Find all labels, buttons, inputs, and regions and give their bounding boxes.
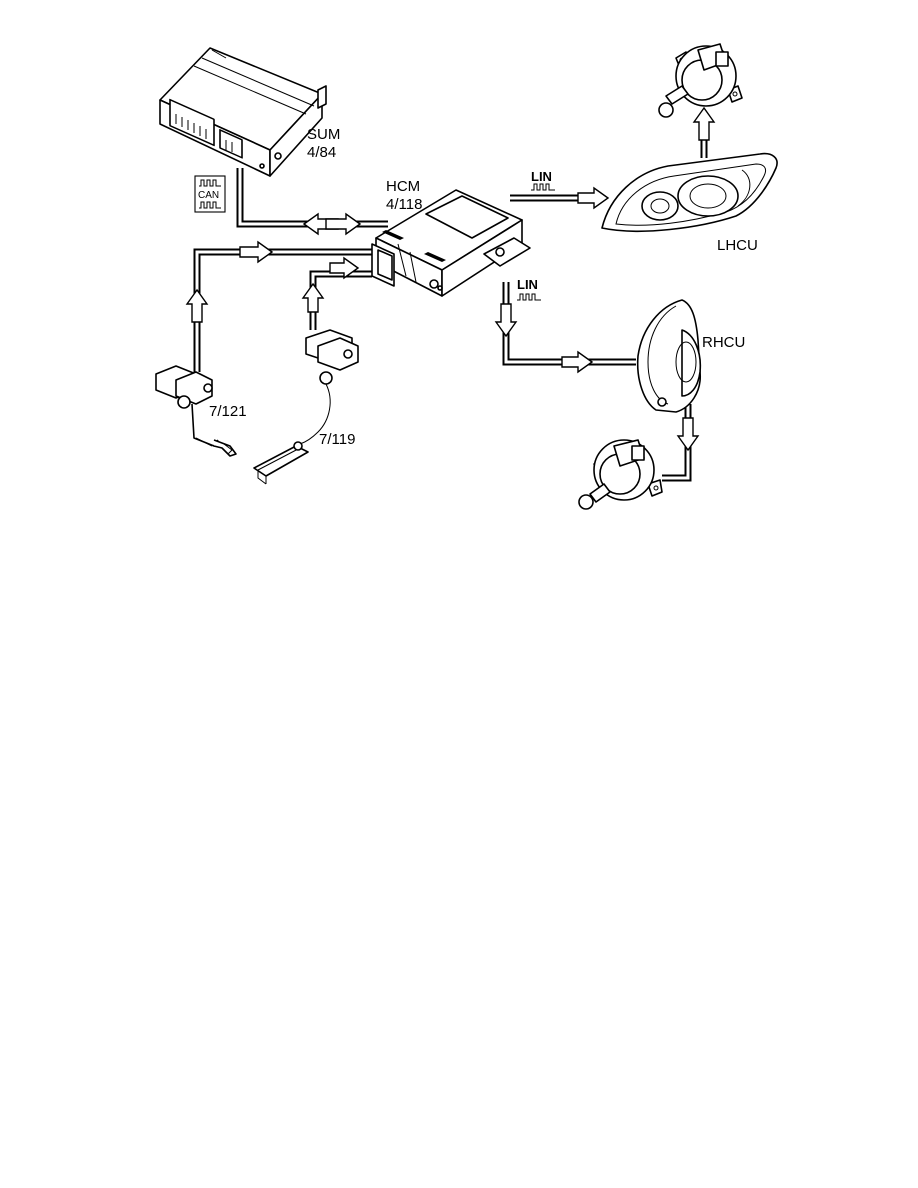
connector-icon [371,230,446,287]
leveling-motor-lower [578,439,663,510]
lhcu-label: LHCU [717,237,758,254]
arrow-right [577,186,610,210]
sensor-rear-label: 7/121 [209,403,247,420]
level-sensor-rear: 7/121 [155,365,247,457]
arrow-right [561,350,594,374]
sensor-front-wire [309,270,372,330]
hcm-module: HCM 4/118 [371,178,531,297]
lin-label-left: LIN [531,169,552,184]
flow-arrows [185,106,716,452]
arrow-down [494,303,518,338]
sensor-front-label: 7/119 [319,431,355,448]
lin-label-right: LIN [517,277,538,292]
lin-signal-icon: LIN [531,169,555,191]
sum-label: SUM [307,126,340,143]
rhcu-headlamp: RHCU [636,299,745,413]
lhcu-headlamp: LHCU [601,152,778,254]
connector-icon [169,98,243,159]
rhcu-label: RHCU [702,334,745,351]
sum-module: SUM 4/84 [159,47,340,177]
hcm-label: HCM [386,178,420,195]
can-label: CAN [198,190,219,201]
arrow-up [692,106,716,141]
arrow-up [185,288,209,323]
arrow-right [329,256,360,280]
level-sensor-front: 7/119 [253,329,359,485]
can-bus-wire [236,168,388,228]
arrow-right [239,240,274,264]
arrow-down [676,417,700,452]
leveling-motor-upper [658,43,743,118]
lin-signal-icon: LIN [517,277,541,301]
arrow-right [325,212,362,236]
can-signal-icon: CAN [194,175,226,213]
arrow-up [301,282,325,313]
hcm-ref-label: 4/118 [386,196,422,213]
sum-ref-label: 4/84 [307,144,336,161]
